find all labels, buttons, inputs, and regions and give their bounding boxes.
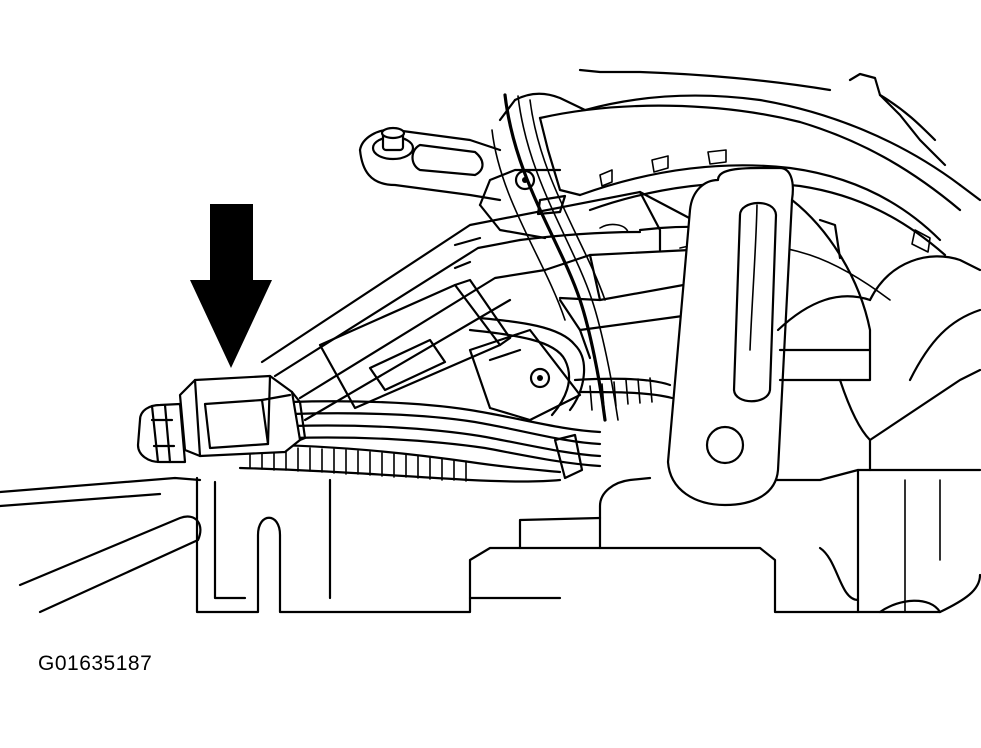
shaft-pivot-hole <box>705 425 745 465</box>
pivot-lever <box>358 126 567 240</box>
control-module <box>318 278 512 410</box>
column-shaft <box>666 166 981 507</box>
lower-housing <box>0 468 981 614</box>
wiring-connector <box>136 374 307 464</box>
column-shroud <box>498 68 962 301</box>
shaft-housing <box>260 190 714 422</box>
wiring-harness <box>238 93 674 483</box>
figure-id-label: G01635187 <box>38 652 153 675</box>
indicator-arrow <box>190 204 272 368</box>
mounting-bracket <box>468 328 582 422</box>
